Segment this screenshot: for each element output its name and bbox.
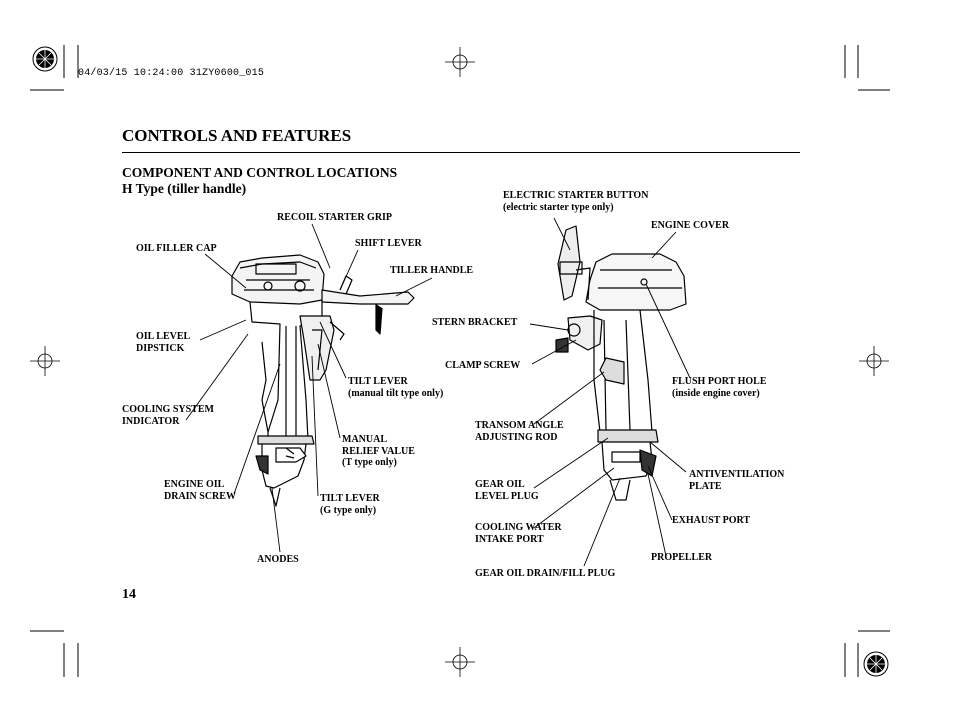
- label-line: (electric starter type only): [503, 201, 614, 213]
- label-line: TRANSOM ANGLE: [475, 420, 564, 431]
- label-line: (inside engine cover): [672, 387, 760, 399]
- label-flush-port-hole: FLUSH PORT HOLE (inside engine cover): [672, 376, 766, 399]
- label-exhaust-port: EXHAUST PORT: [672, 515, 751, 526]
- label-line: (G type only): [320, 504, 377, 516]
- label-line: (T type only): [342, 457, 397, 468]
- right-motor-drawing: [555, 225, 687, 501]
- label-line: FLUSH PORT HOLE: [672, 376, 767, 387]
- label-anodes: ANODES: [257, 554, 299, 565]
- label-shift-lever: SHIFT LEVER: [355, 238, 422, 249]
- subheading-block: COMPONENT AND CONTROL LOCATIONS H Type (…: [122, 165, 397, 197]
- subheading: COMPONENT AND CONTROL LOCATIONS: [122, 165, 398, 180]
- label-line: MANUAL: [342, 434, 387, 445]
- left-motor-drawing: [231, 254, 415, 507]
- label-engine-cover: ENGINE COVER: [651, 220, 730, 231]
- model-title: H Type (tiller handle): [122, 181, 247, 196]
- label-cooling-system-indicator: COOLING SYSTEM INDICATOR: [122, 404, 214, 427]
- title-rule: [122, 152, 800, 153]
- label-oil-filler-cap: OIL FILLER CAP: [136, 243, 217, 254]
- page-number: 14: [122, 587, 136, 602]
- label-transom-angle-adjusting-rod: TRANSOM ANGLE ADJUSTING ROD: [475, 420, 564, 443]
- label-line: GEAR OIL: [475, 479, 525, 490]
- label-engine-oil-drain-screw: ENGINE OIL DRAIN SCREW: [164, 479, 236, 502]
- label-electric-starter-button: ELECTRIC STARTER BUTTON (electric starte…: [503, 190, 648, 213]
- label-line: COOLING SYSTEM: [122, 404, 214, 415]
- label-line: ADJUSTING ROD: [475, 431, 558, 443]
- label-tiller-handle: TILLER HANDLE: [390, 265, 474, 276]
- label-line: TILT LEVER: [320, 493, 380, 504]
- label-tilt-lever-g: TILT LEVER (G type only): [320, 493, 380, 516]
- label-gear-oil-level-plug: GEAR OIL LEVEL PLUG: [475, 479, 539, 502]
- label-line: ANTIVENTILATION: [689, 469, 785, 480]
- leader-lines: [185, 217, 691, 567]
- label-line: TILT LEVER: [348, 376, 408, 387]
- label-line: INTAKE PORT: [475, 533, 544, 545]
- label-gear-oil-drain-fill-plug: GEAR OIL DRAIN/FILL PLUG: [475, 568, 616, 579]
- label-oil-level-dipstick: OIL LEVEL DIPSTICK: [136, 331, 190, 354]
- print-timestamp: 04/03/15 10:24:00 31ZY0600_015: [78, 68, 265, 79]
- label-recoil-starter-grip: RECOIL STARTER GRIP: [277, 212, 393, 223]
- sunburst-target-top-left: [32, 46, 58, 72]
- label-antiventilation-plate: ANTIVENTILATION PLATE: [689, 469, 784, 492]
- label-line: PLATE: [689, 480, 722, 492]
- section-title: CONTROLS AND FEATURES: [122, 126, 352, 145]
- label-line: ELECTRIC STARTER BUTTON: [503, 190, 649, 201]
- label-line: ENGINE OIL: [164, 479, 225, 490]
- label-manual-relief-value: MANUAL RELIEF VALUE (T type only): [342, 434, 415, 469]
- label-stern-bracket: STERN BRACKET: [432, 317, 518, 328]
- label-line: (manual tilt type only): [348, 387, 444, 399]
- label-clamp-screw: CLAMP SCREW: [445, 360, 521, 371]
- label-line: LEVEL PLUG: [475, 490, 539, 502]
- label-line: INDICATOR: [122, 415, 180, 427]
- label-line: DIPSTICK: [136, 342, 185, 354]
- label-cooling-water-intake-port: COOLING WATER INTAKE PORT: [475, 522, 562, 545]
- label-line: RELIEF VALUE: [342, 445, 415, 457]
- label-line: OIL LEVEL: [136, 331, 191, 342]
- label-line: COOLING WATER: [475, 522, 562, 533]
- registration-marks: [30, 47, 889, 677]
- label-propeller: PROPELLER: [651, 552, 713, 563]
- label-line: DRAIN SCREW: [164, 490, 236, 502]
- sunburst-target-bottom-right: [863, 651, 889, 677]
- label-tilt-lever-manual: TILT LEVER (manual tilt type only): [348, 376, 443, 399]
